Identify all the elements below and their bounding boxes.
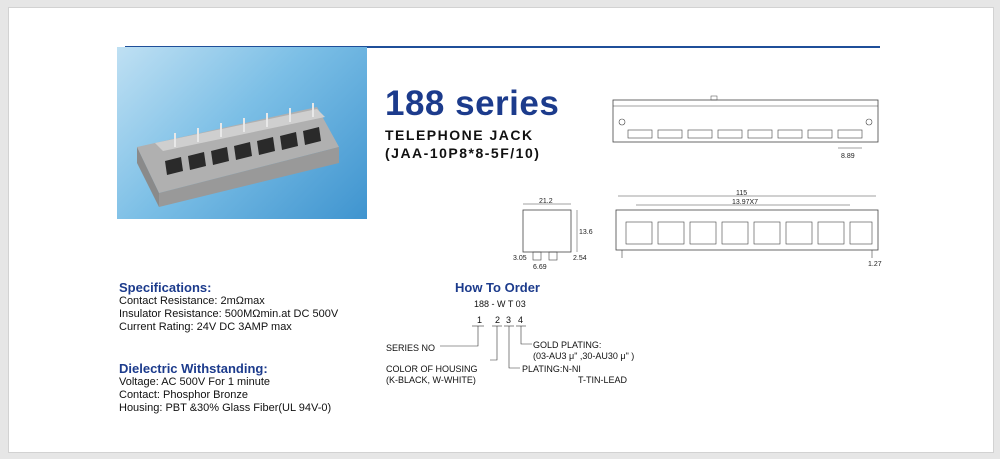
- front-view-foot: 1.27: [868, 261, 882, 268]
- dielectric-heading: Dielectric Withstanding:: [119, 361, 268, 376]
- order-position-4: 4: [518, 315, 524, 325]
- color-housing-label: COLOR OF HOUSING: [386, 364, 478, 374]
- product-subtitle: TELEPHONE JACK: [385, 127, 534, 143]
- spec-line: Contact Resistance: 2mΩmax: [119, 295, 265, 307]
- gold-plating-options: (03-AU3 μ" ,30-AU30 μ" ): [533, 351, 635, 361]
- side-view-dim-c: 2.54: [573, 255, 587, 262]
- dielectric-line: Voltage: AC 500V For 1 minute: [119, 376, 271, 388]
- spec-line: Insulator Resistance: 500MΩmin.at DC 500…: [119, 308, 339, 320]
- front-view-drawing: 115 13.97X7 1.27: [615, 190, 882, 268]
- product-photo: [117, 47, 367, 219]
- spec-line: Current Rating: 24V DC 3AMP max: [119, 321, 292, 333]
- side-view-dim-b: 6.69: [533, 264, 547, 271]
- jack-illustration: [137, 103, 339, 207]
- order-leader-lines: [440, 325, 532, 369]
- dielectric-line: Housing: PBT &30% Glass Fiber(UL 94V-0): [119, 402, 332, 414]
- side-view-drawing: 21.2 13.6 3.05 6.69 2.54: [513, 198, 593, 271]
- order-position-1: 1: [477, 315, 483, 325]
- front-view-length: 115: [736, 190, 747, 197]
- plating-label: PLATING:N-NI: [522, 364, 581, 374]
- side-view-dim-a: 3.05: [513, 255, 527, 262]
- plating-option: T-TIN-LEAD: [578, 375, 628, 385]
- side-view-width: 21.2: [539, 198, 553, 205]
- top-view-pitch: 8.89: [841, 153, 855, 160]
- top-view-drawing: 8.89: [612, 95, 879, 160]
- specifications-heading: Specifications:: [119, 280, 212, 295]
- order-position-3: 3: [506, 315, 512, 325]
- series-no-label: SERIES NO: [386, 343, 436, 353]
- dielectric-line: Contact: Phosphor Bronze: [119, 389, 249, 401]
- order-position-2: 2: [495, 315, 501, 325]
- gold-plating-label: GOLD PLATING:: [533, 340, 602, 350]
- part-number: (JAA-10P8*8-5F/10): [385, 145, 541, 161]
- side-view-height: 13.6: [579, 229, 593, 236]
- how-to-order-heading: How To Order: [455, 280, 540, 295]
- front-view-spacing: 13.97X7: [732, 199, 758, 206]
- order-code: 188 - W T 03: [474, 299, 526, 309]
- page-title: 188 series: [385, 84, 560, 123]
- color-housing-options: (K-BLACK, W-WHITE): [386, 375, 476, 385]
- header-rule: [125, 46, 880, 48]
